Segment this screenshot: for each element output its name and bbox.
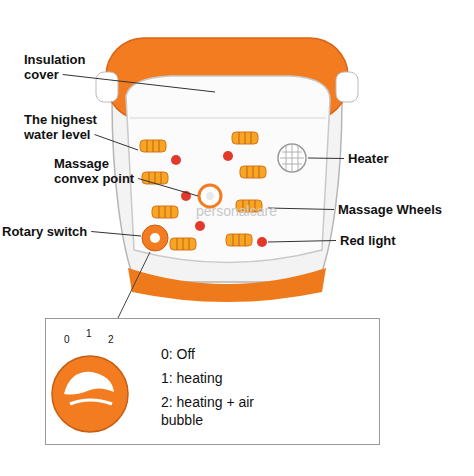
leader-line <box>63 75 215 93</box>
leader-line <box>308 158 344 160</box>
switch-setting: 1: heating <box>161 369 361 387</box>
dial-number: 2 <box>108 332 122 347</box>
leader-line <box>95 135 139 151</box>
handle <box>336 72 358 102</box>
part-label: Red light <box>340 233 450 248</box>
rotary-switch <box>142 225 168 251</box>
dial-illustration <box>52 356 128 432</box>
part-label: Rotary switch <box>2 224 112 239</box>
dial-number: 0 <box>64 332 78 347</box>
leader-line <box>91 232 141 237</box>
dial-number: 1 <box>86 326 100 341</box>
red-lights <box>171 151 267 247</box>
massage-wheels <box>140 132 266 250</box>
water-level-line <box>130 118 326 119</box>
switch-setting: 2: heating + air bubble <box>161 393 273 429</box>
leader-line <box>268 208 334 210</box>
legend-box: 0: Off 1: heating 2: heating + air bubble <box>45 318 380 445</box>
handle <box>96 72 118 102</box>
heater <box>278 144 306 172</box>
basin <box>126 76 330 263</box>
part-label: Heater <box>348 151 448 166</box>
tub-base <box>128 268 326 302</box>
leader-line <box>138 179 198 197</box>
part-label: Massage convex point <box>54 156 146 186</box>
watermark: personalcare <box>196 204 316 219</box>
part-label: Insulation cover <box>24 52 104 82</box>
leader-line <box>268 241 336 243</box>
part-label: Massage Wheels <box>338 202 468 217</box>
leader-line <box>118 252 150 318</box>
part-label: The highest water level <box>24 112 116 142</box>
switch-setting: 0: Off <box>161 345 361 363</box>
